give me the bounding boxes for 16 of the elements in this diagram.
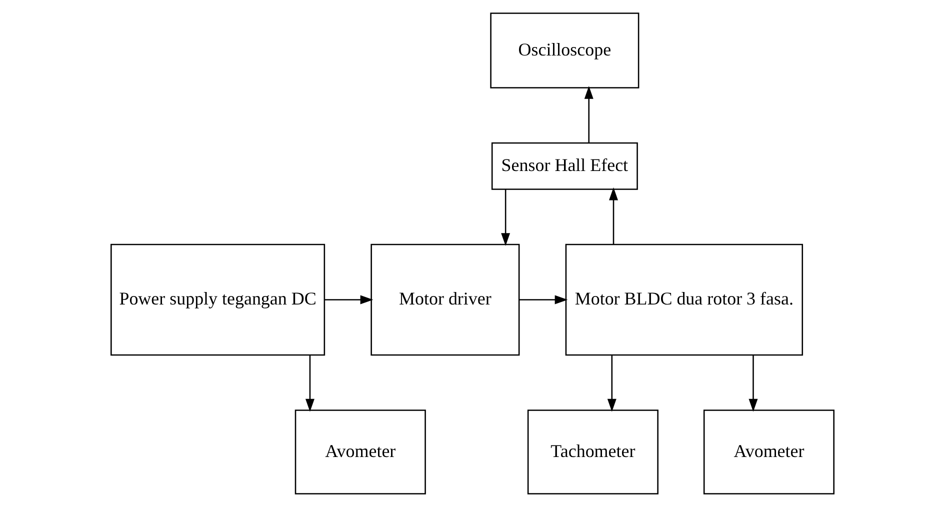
node-box: Sensor Hall Efect xyxy=(490,142,638,190)
node-box: Oscilloscope xyxy=(490,12,639,88)
node-box: Power supply tegangan DC xyxy=(110,244,325,356)
arrow xyxy=(324,295,373,304)
node-box: Motor BLDC dua rotor 3 fasa. xyxy=(564,244,803,356)
arrow xyxy=(304,355,314,412)
arrow xyxy=(584,86,593,143)
arrow xyxy=(500,189,510,246)
node-box: Tachometer xyxy=(526,410,658,494)
arrow xyxy=(608,187,618,244)
arrow xyxy=(606,355,616,412)
arrow xyxy=(748,355,758,412)
arrow xyxy=(518,295,568,304)
node-box: Motor driver xyxy=(370,244,520,356)
node-box: Avometer xyxy=(294,410,426,494)
node-box: Avometer xyxy=(702,410,834,494)
